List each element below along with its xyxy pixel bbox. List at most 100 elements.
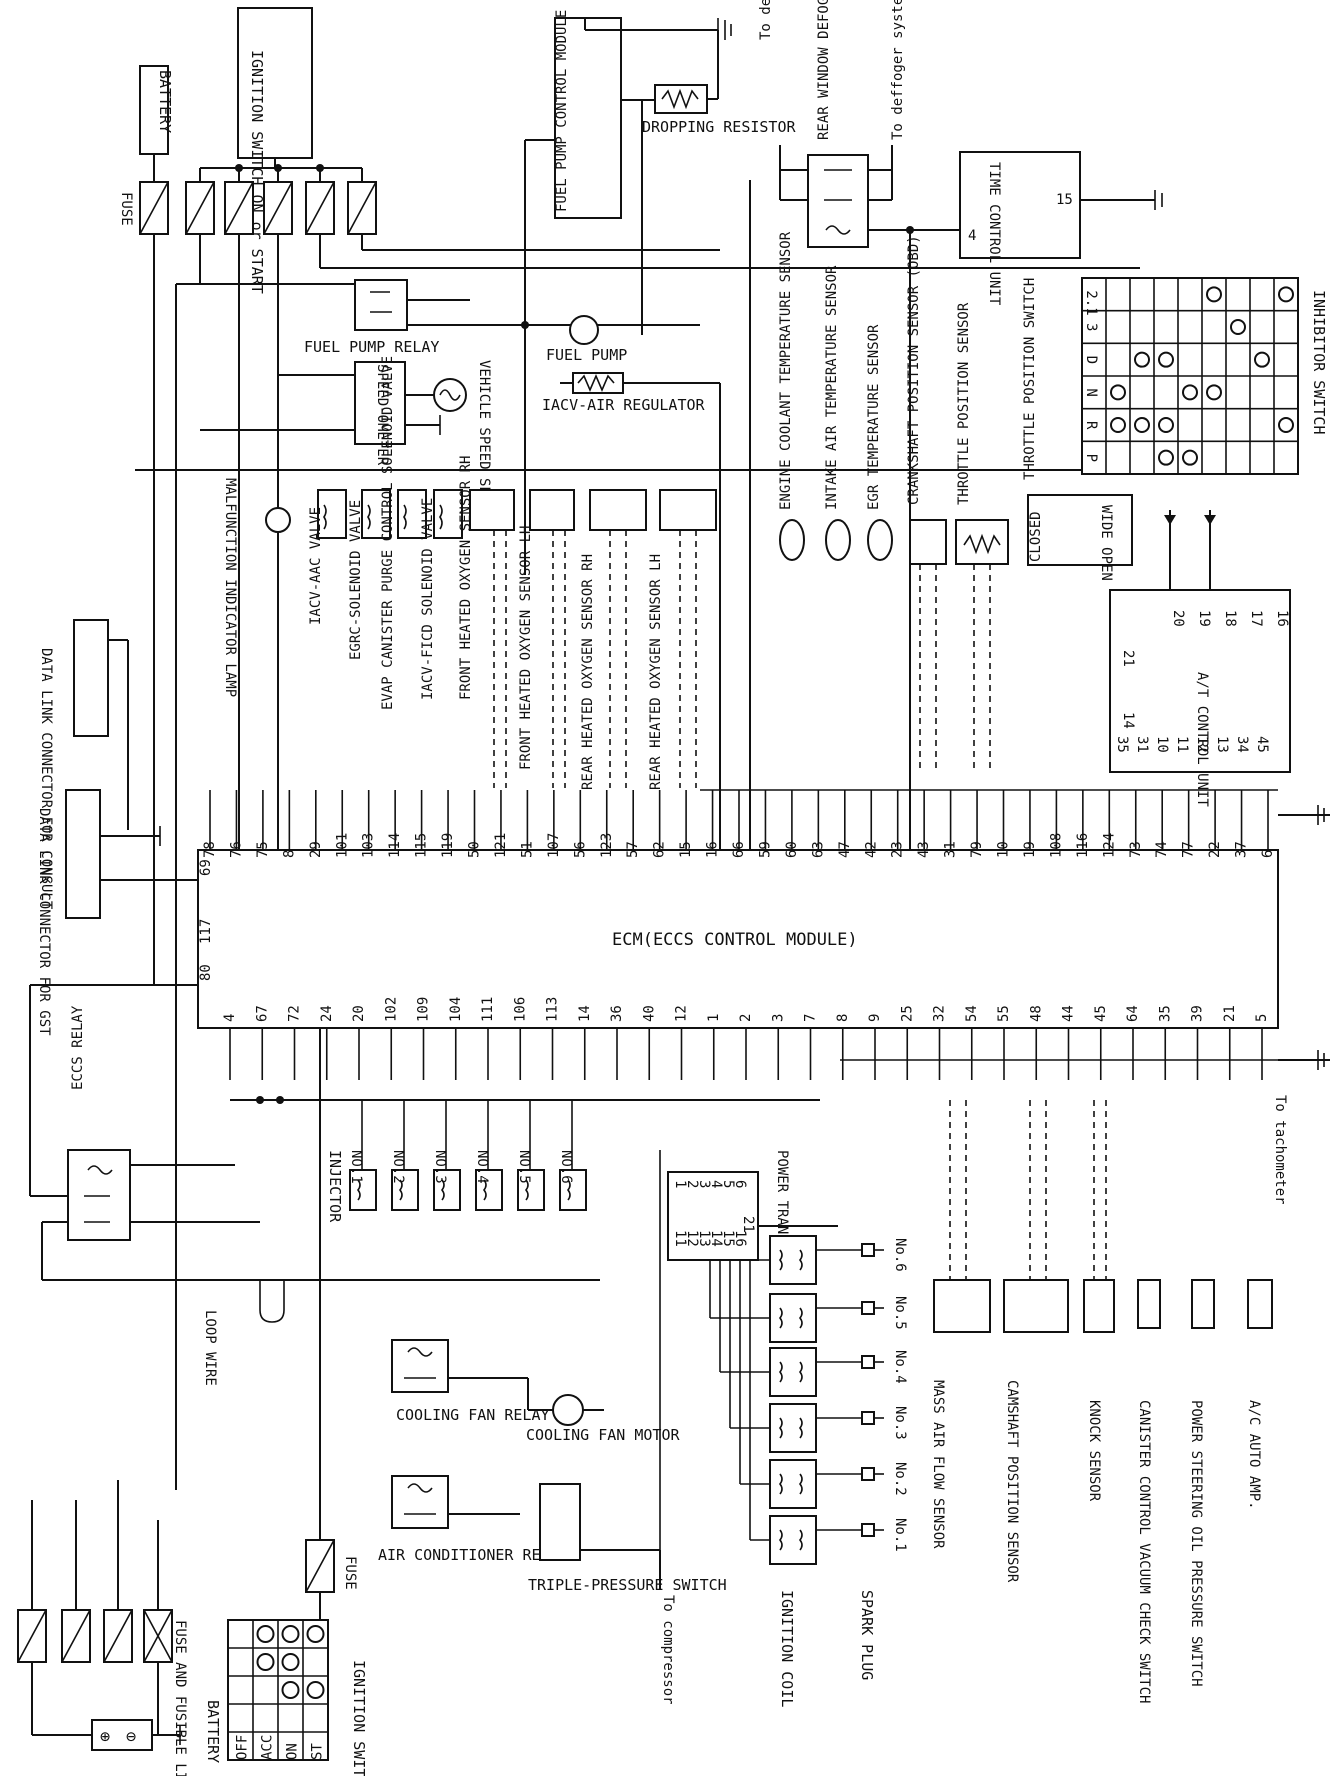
to-defogger-label-2: To deffoger system — [890, 0, 906, 140]
spark-plug-number: No.4 — [892, 1350, 908, 1384]
injector-number: NO.2 — [390, 1150, 406, 1184]
ign-contact — [306, 1625, 325, 1643]
egrc-solenoid-valve: EGRC-SOLENOID VALVE — [348, 489, 391, 660]
to-tachometer-label: To tachometer — [1272, 1095, 1288, 1205]
loop-wire-label: LOOP WIRE — [202, 1310, 218, 1386]
crankshaft-position-sensor: CRANKSHAFT POSITION SENSOR (OBD) — [906, 235, 947, 770]
ecm-bottom-pin: 45 — [1093, 1005, 1109, 1022]
speedometer-label: SPEED-OMETER — [374, 364, 390, 466]
injector-number: NO.3 — [432, 1150, 448, 1184]
spark-plug — [861, 1301, 875, 1315]
atcu-bottom-pin: 10 — [1154, 736, 1170, 753]
pt-bottom-pin: 16 — [732, 1230, 748, 1247]
ignition-on-start-box: IGNITION SWITCH ON or START — [237, 7, 313, 294]
engine-coolant-temp-sensor: ENGINE COOLANT TEMPERATURE SENSOR — [778, 231, 805, 561]
battery-bottom-label: BATTERY — [204, 1700, 222, 1763]
injector-coil — [517, 1169, 545, 1211]
ignition-coil-secondary — [798, 1473, 803, 1495]
dlc-consult-label: DATA LINK CONNECTOR FOR CONSULT — [38, 648, 54, 910]
spark-plug-number: No.3 — [892, 1406, 908, 1440]
ignition-coil-secondary — [798, 1307, 803, 1329]
mil-label: MALFUNCTION INDICATOR LAMP — [222, 478, 238, 697]
atcu-mid-pin: 14 — [1120, 712, 1136, 729]
fuse-ignition-label: FUSE — [342, 1556, 358, 1590]
spark-plug — [861, 1243, 875, 1257]
canister-switch-label: CANISTER CONTROL VACUUM CHECK SWITCH — [1136, 1400, 1152, 1703]
ignition-coil-box — [769, 1515, 817, 1565]
ecm-bottom-pin: 9 — [867, 1014, 883, 1022]
inhibitor-contact — [1110, 384, 1126, 401]
at-control-unit-label: A/T CONTROL UNIT — [1194, 672, 1210, 807]
ignition-on-start-label: IGNITION SWITCH ON or START — [248, 50, 266, 294]
ign-position-label: ACC — [260, 1735, 276, 1760]
inhibitor-position-label: R — [1083, 421, 1099, 430]
battery-minus-glyph: ⊖ — [126, 1727, 136, 1747]
ign-contact — [256, 1625, 275, 1643]
tp-switch-label: THROTTLE POSITION SWITCH — [1022, 278, 1038, 480]
ecm-bottom-pin: 54 — [964, 1005, 980, 1022]
maf-label: MASS AIR FLOW SENSOR — [930, 1380, 946, 1549]
battery-top-label: BATTERY — [156, 70, 174, 133]
triple-pressure-switch: TRIPLE-PRESSURE SWITCH — [528, 1483, 727, 1594]
injector-coil — [475, 1169, 503, 1211]
spark-plug — [861, 1355, 875, 1369]
tcu-pin-15: 15 — [1056, 192, 1073, 208]
inhibitor-contact — [1110, 417, 1126, 433]
battery-bottom: ⊕ ⊖ BATTERY — [91, 1700, 222, 1763]
pt-pin-21: 21 — [740, 1216, 756, 1233]
wide-open-label: WIDE OPEN — [1098, 505, 1114, 581]
atcu-bottom-pin: 11 — [1174, 736, 1190, 753]
injector-coil-winding — [356, 1179, 361, 1201]
cooling-fan-motor-label: COOLING FAN MOTOR — [526, 1426, 680, 1444]
ecm-bottom-pin: 4 — [222, 1014, 238, 1022]
fuel-pump-relay-label: FUEL PUMP RELAY — [304, 338, 439, 356]
ecm-bottom-pin: 106 — [512, 997, 528, 1022]
inhibitor-position-label: P — [1083, 454, 1099, 462]
ignition-coil-primary — [778, 1307, 783, 1329]
fuel-pump-label: FUEL PUMP — [546, 346, 627, 364]
ecm-top-pin: 8 — [281, 850, 297, 858]
ect-label: ENGINE COOLANT TEMPERATURE SENSOR — [778, 231, 794, 510]
iacv-air-regulator-label: IACV-AIR REGULATOR — [542, 396, 706, 414]
ecm-bottom-pin: 72 — [287, 1005, 303, 1022]
cooling-fan-relay-label: COOLING FAN RELAY — [396, 1406, 550, 1424]
inhibitor-contact — [1134, 351, 1150, 368]
atcu-top-pin: 17 — [1248, 610, 1264, 627]
ecm-bottom-pin: 104 — [448, 997, 464, 1022]
fuel-pump: FUEL PUMP — [546, 315, 627, 364]
ficd-label: IACV-FICD SOLENOID VALVE — [420, 498, 436, 700]
pt-bottom-pin: 13 — [696, 1230, 712, 1247]
power-steering-switch: POWER STEERING OIL PRESSURE SWITCH — [1188, 1279, 1215, 1687]
injector-coil — [559, 1169, 587, 1211]
inhibitor-position-label: 2.1 — [1083, 290, 1099, 315]
to-defogger-label-1: To deffoger system — [758, 0, 774, 40]
ign-position-label: ST — [310, 1743, 326, 1760]
cmp-label: CAMSHAFT POSITION SENSOR — [1004, 1380, 1020, 1583]
rear-window-defogger-relay-label: REAR WINDOW DEFOGGER RELAY — [816, 0, 832, 140]
spark-plug-number: No.1 — [892, 1518, 908, 1552]
throttle-position-switch: THROTTLE POSITION SWITCH CLOSED WIDE OPE… — [1022, 278, 1133, 581]
ac-amp-label: A/C AUTO AMP. — [1246, 1400, 1262, 1510]
ecm-bottom-pin: 21 — [1222, 1005, 1238, 1022]
front-lh-label: FRONT HEATED OXYGEN SENSOR LH — [518, 526, 534, 770]
ecm-bottom-pin: 20 — [351, 1005, 367, 1022]
fpcm-label: FUEL PUMP CONTROL MODULE (FPCM) — [554, 0, 570, 212]
fuse-and-link-label: FUSE AND FUSIBLE LINK — [172, 1620, 188, 1776]
injector-coil-winding — [566, 1179, 571, 1201]
atcu-bottom-pin: 12 — [1194, 736, 1210, 753]
ign-contact — [306, 1681, 325, 1699]
inhibitor-position-label: 3 — [1083, 323, 1099, 331]
ecm-bottom-pin: 113 — [545, 997, 561, 1022]
iacv-aac-valve: IACV-AAC VALVE — [308, 489, 347, 625]
injector-coil — [433, 1169, 461, 1211]
vehicle-speed-sensor: VEHICLE SPEED SENSOR — [433, 360, 492, 529]
ignition-coil-secondary — [798, 1249, 803, 1271]
ecm-bottom-pin: 8 — [835, 1014, 851, 1022]
ecm-left-pin: 80 — [198, 964, 214, 981]
ignition-coil-secondary — [798, 1529, 803, 1551]
knock-label: KNOCK SENSOR — [1086, 1400, 1102, 1502]
closed-label: CLOSED — [1028, 511, 1044, 562]
